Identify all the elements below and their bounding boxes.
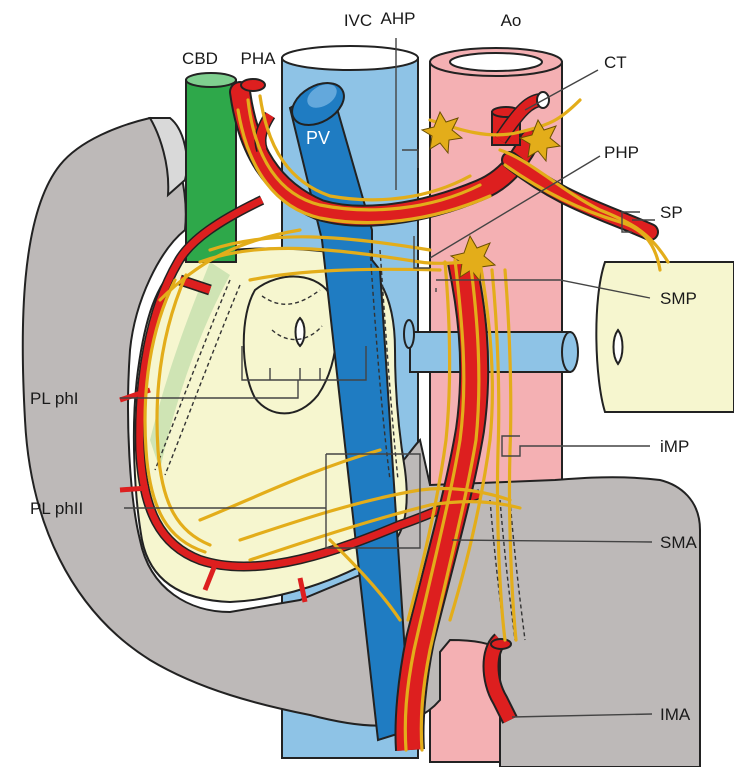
pancreas-tail [596, 262, 734, 412]
label-ahp: AHP [381, 9, 416, 28]
label-php: PHP [604, 143, 639, 162]
label-sp: SP [660, 203, 683, 222]
label-pv: PV [306, 128, 330, 148]
label-pl-ph2: PL phII [30, 499, 83, 518]
label-pha: PHA [241, 49, 277, 68]
label-sma: SMA [660, 533, 698, 552]
label-smp: SMP [660, 289, 697, 308]
label-ima: IMA [660, 705, 691, 724]
label-ct: CT [604, 53, 627, 72]
label-pl-ph1: PL phI [30, 389, 79, 408]
label-imp: iMP [660, 437, 689, 456]
label-cbd: CBD [182, 49, 218, 68]
label-ao: Ao [501, 11, 522, 30]
label-ivc: IVC [344, 11, 372, 30]
